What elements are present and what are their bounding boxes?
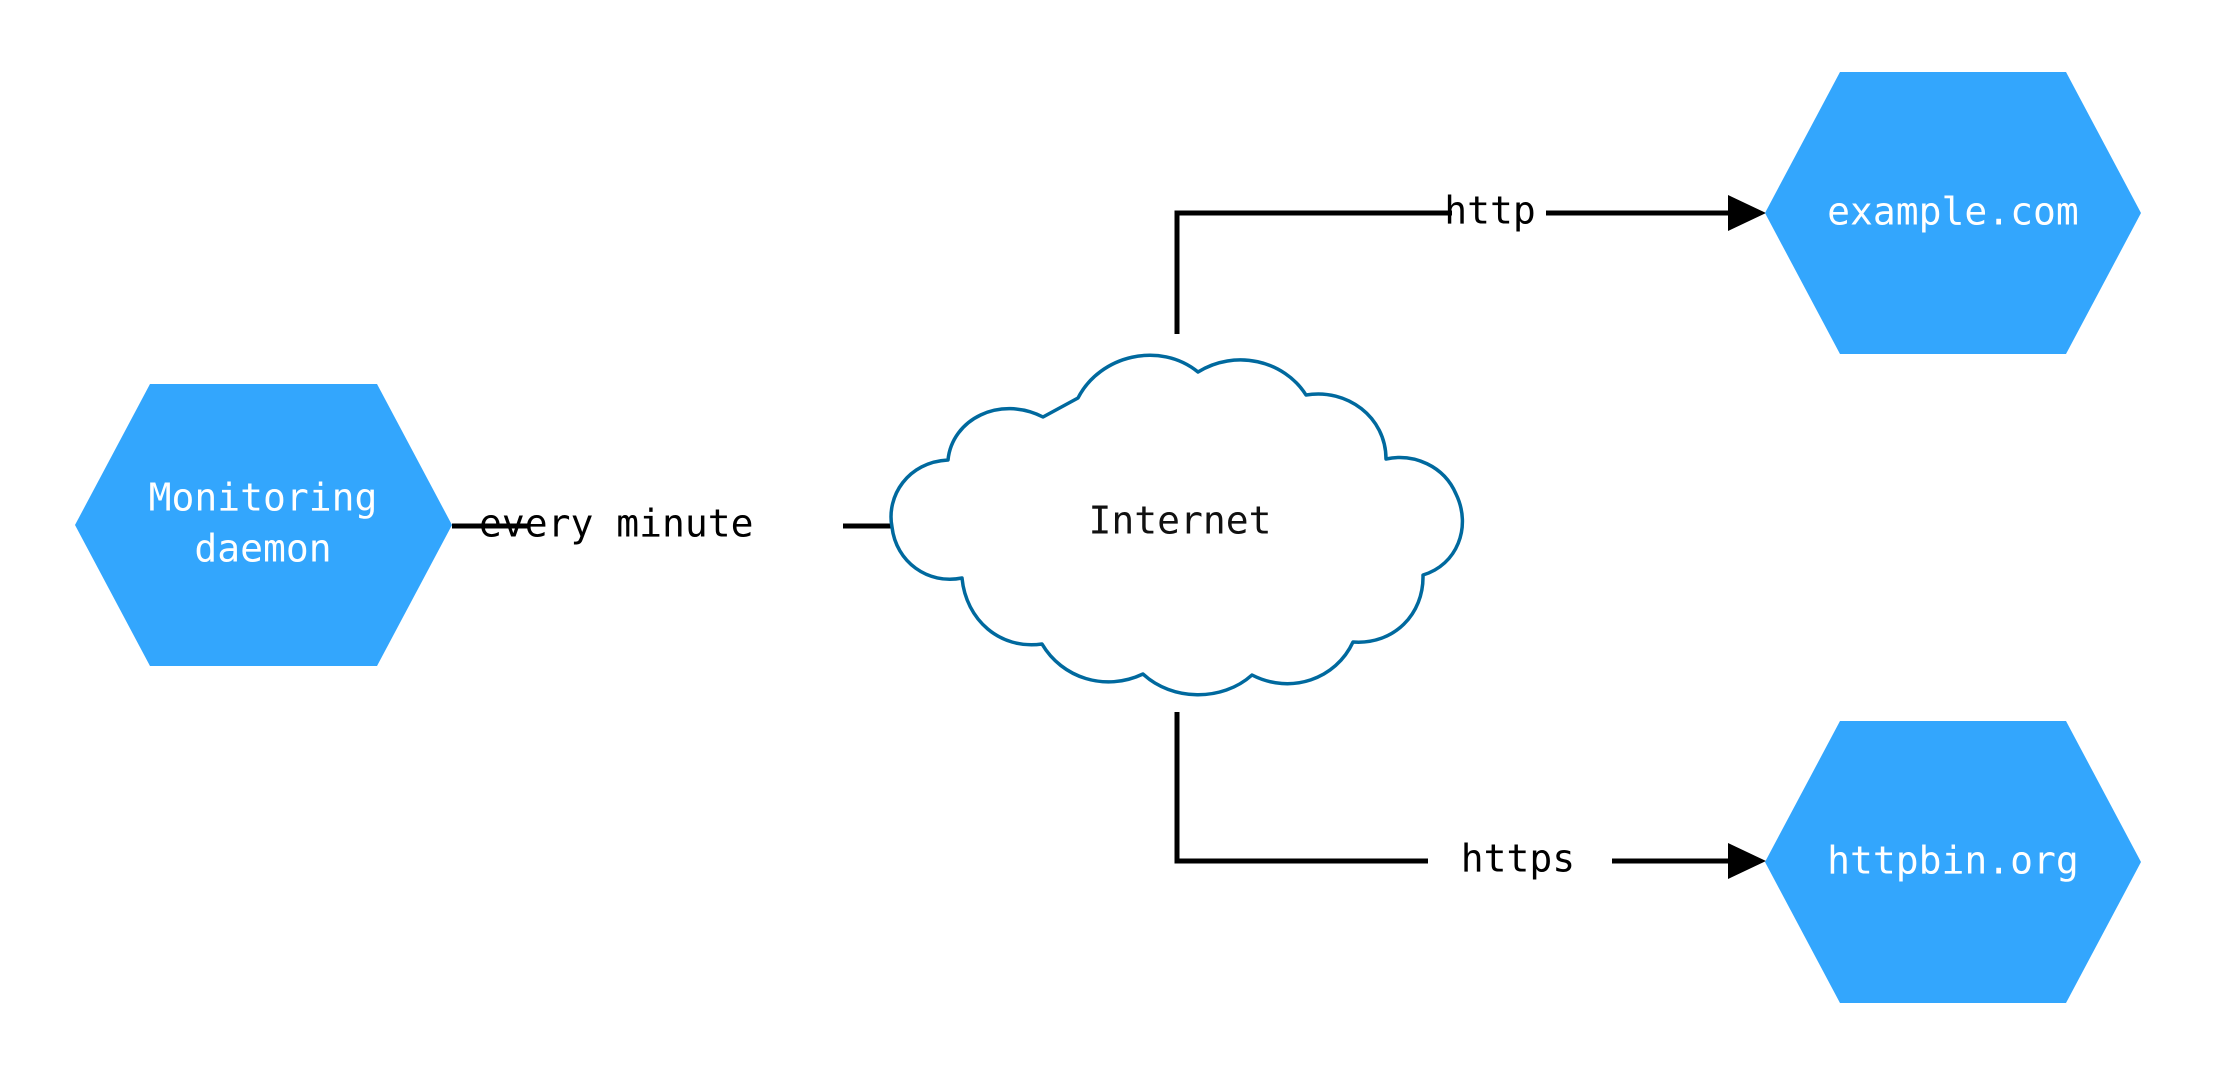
- edge-internet-to-example[interactable]: http: [1174, 189, 1766, 335]
- edge-internet-to-httpbin[interactable]: https: [1174, 712, 1766, 881]
- node-httpbin-org[interactable]: httpbin.org: [1765, 721, 2141, 1003]
- arrowhead-icon: [1728, 843, 1766, 879]
- edge-elbow-up: [1174, 210, 1452, 334]
- node-example-com[interactable]: example.com: [1765, 72, 2141, 354]
- node-internet[interactable]: Internet: [889, 353, 1465, 697]
- arrowhead-icon: [1728, 195, 1766, 231]
- node-label-httpbin-org: httpbin.org: [1827, 839, 2079, 883]
- hexagon-shape-monitoring-daemon: [75, 384, 452, 666]
- edge-elbow-down: [1174, 712, 1428, 864]
- node-label-example-com: example.com: [1827, 190, 2079, 234]
- hexagon-shape-example-com: [1765, 72, 2141, 354]
- hexagon-shape-httpbin-org: [1765, 721, 2141, 1003]
- edge-label-https: https: [1461, 837, 1575, 881]
- node-monitoring-daemon[interactable]: Monitoring daemon: [75, 384, 452, 666]
- node-label-monitoring-daemon-line1: Monitoring: [149, 476, 378, 520]
- edge-label-http: http: [1444, 189, 1536, 233]
- edge-label-every-minute: every minute: [479, 502, 754, 546]
- node-label-internet: Internet: [1088, 499, 1271, 543]
- cloud-shape-internet: [889, 353, 1465, 697]
- node-label-monitoring-daemon-line2: daemon: [194, 527, 331, 571]
